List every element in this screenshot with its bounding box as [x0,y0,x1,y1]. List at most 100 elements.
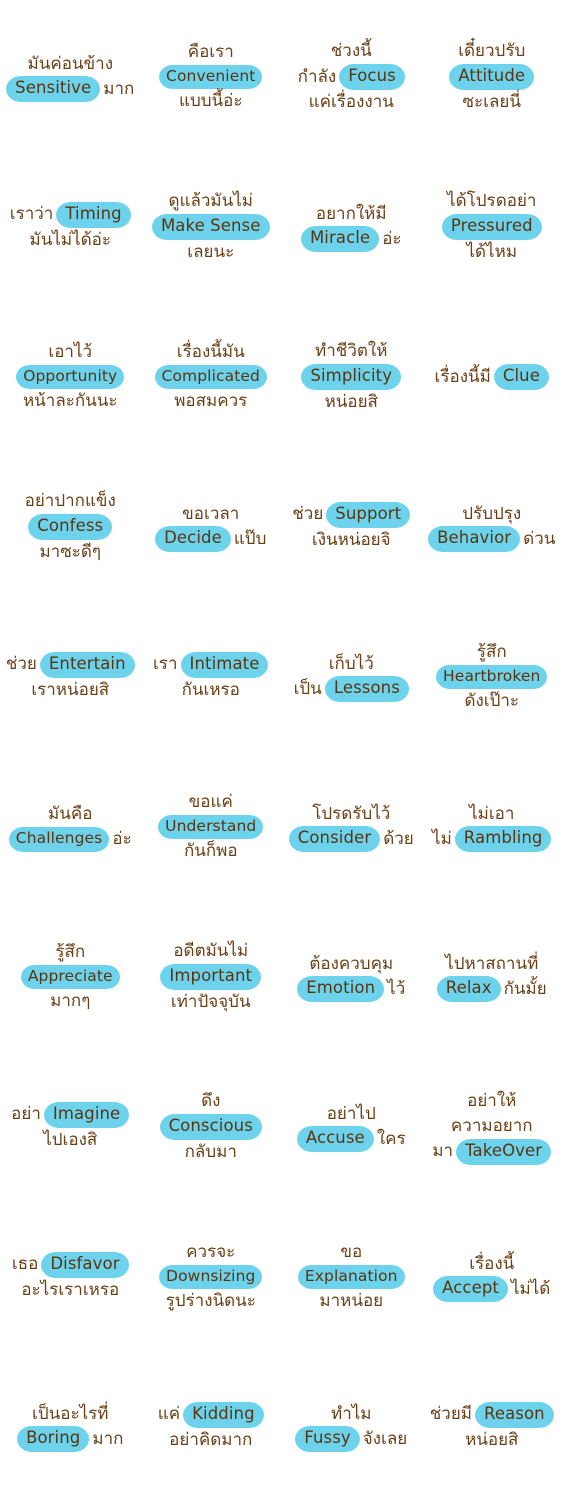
sticker-text-line: ดูแล้วมันไม่ [168,189,253,214]
highlighted-english-word: Consider [288,826,381,853]
sticker-text-line: เอาไว้ [48,340,92,365]
sticker-word-line: Attitude [449,64,535,90]
highlighted-english-word: Rambling [454,826,552,853]
sticker-word-line: Make Sense [151,214,270,240]
sticker-text-line: มันค่อนข้าง [28,52,114,77]
sticker-thai-text: ไว้ [387,978,406,999]
highlighted-english-word: Intimate [180,651,269,678]
sticker-thai-text: ดูแล้วมันไม่ [168,191,254,212]
sticker-thai-text: ดึง [201,1091,221,1112]
sticker-text-line: กลับมา [185,1140,237,1165]
sticker-rambling[interactable]: ไม่เอาไม่Rambling [422,750,562,900]
sticker-thai-text: พอสมควร [174,391,248,412]
sticker-text-line: ช่วงนี้ [331,39,372,64]
sticker-thai-text: มาก [92,1428,124,1449]
sticker-text-line: ความอยาก [451,1114,533,1139]
sticker-word-line: แค่Kidding [157,1401,264,1428]
highlighted-english-word: Decide [155,526,231,553]
sticker-thai-text: เป็นอะไรที่ [32,1403,109,1424]
sticker-word-line: Complicated [154,364,267,390]
sticker-text-line: ขอแค่ [189,790,233,815]
sticker-thai-text: อย่าให้ [467,1091,517,1112]
highlighted-english-word: Focus [339,64,405,90]
sticker-thai-text: ช่วย [5,654,37,675]
sticker-text-line: รู้สึก [477,640,507,665]
sticker-clue[interactable]: เรื่องนี้มีClue [422,300,562,450]
highlighted-english-word: Appreciate [20,964,120,990]
sticker-text-line: ไม่เอา [469,802,514,827]
highlighted-english-word: Boring [17,1426,90,1453]
sticker-text-line: เลยนะ [187,240,234,265]
highlighted-english-word: Timing [56,201,131,228]
sticker-word-line: เรื่องนี้มีClue [435,364,549,390]
sticker-thai-text: มันคือ [48,804,93,825]
sticker-thai-text: เท่าปัจจุบัน [170,991,251,1012]
sticker-text-line: รูปร่างนิดนะ [166,1289,256,1314]
highlighted-english-word: Challenges [8,826,110,852]
highlighted-english-word: Lessons [324,676,409,703]
sticker-text-line: หน่อยสิ [465,1428,518,1453]
sticker-text-line: อย่าให้ [467,1089,516,1114]
sticker-text-line: ควรจะ [186,1240,235,1265]
sticker-text-line: มาซะดีๆ [39,540,101,565]
highlighted-english-word: Explanation [297,1264,405,1290]
sticker-text-line: ดังเป๊าะ [464,689,519,714]
sticker-text-line: อย่าไป [327,1102,376,1127]
highlighted-english-word: Kidding [183,1401,264,1428]
sticker-thai-text: อ่ะ [382,228,402,249]
sticker-thai-text: แค่ [157,1404,181,1425]
sticker-text-line: เรื่องนี้ [469,1252,514,1277]
sticker-thai-text: โปรดรับไว้ [312,803,391,824]
sticker-thai-text: เดี๋ยวปรับ [458,41,526,62]
sticker-text-line: ได้โปรดอย่า [447,189,536,214]
sticker-word-line: Understand [158,814,264,840]
sticker-text-line: ต้องควบคุม [309,952,393,977]
